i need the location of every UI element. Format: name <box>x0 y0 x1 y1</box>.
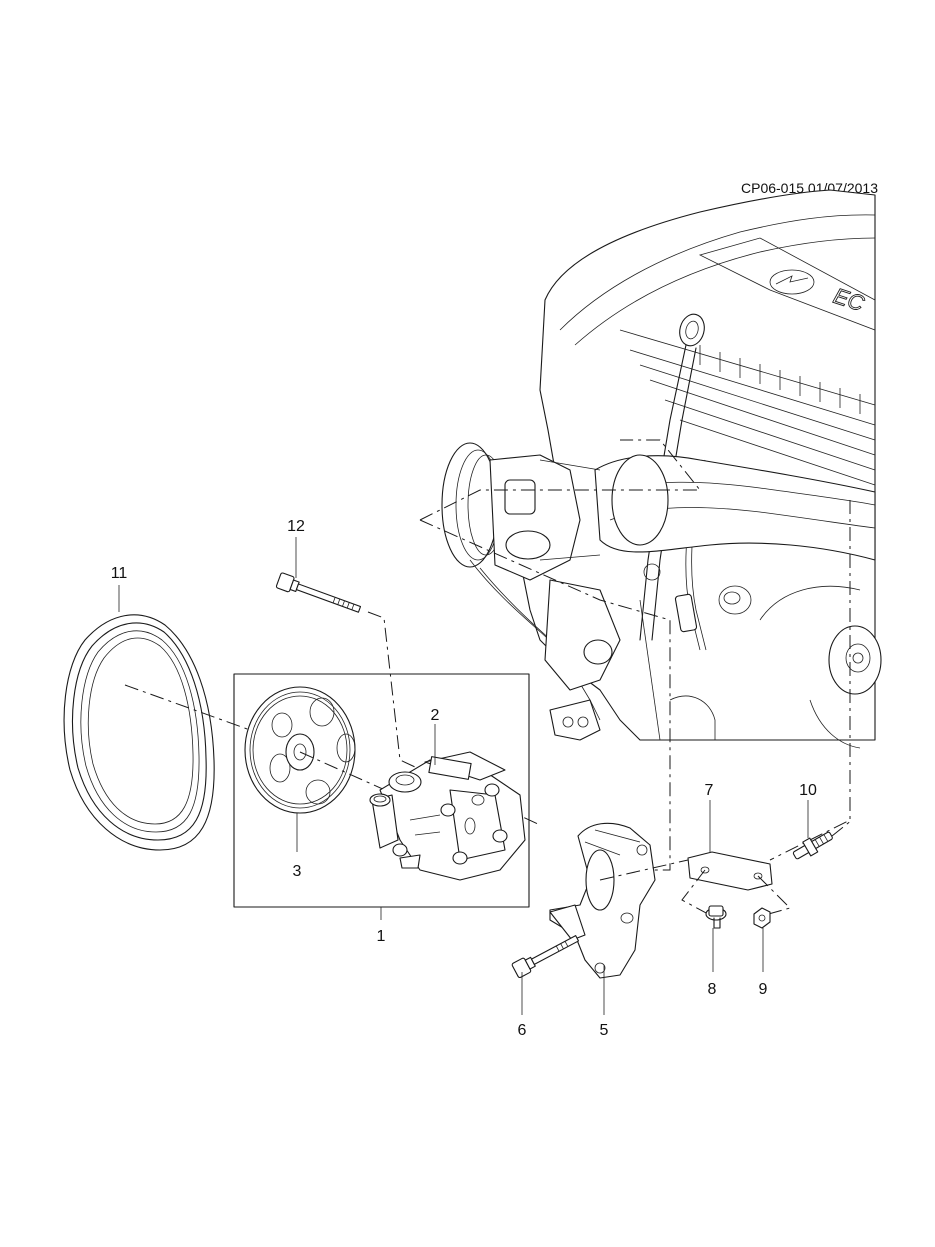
callout-2: 2 <box>431 707 440 765</box>
callouts: 1 2 3 5 6 7 8 9 10 11 12 <box>111 518 817 1039</box>
callout-label-8: 8 <box>708 981 717 998</box>
leader-bracket <box>599 859 689 881</box>
engine-crank-hub <box>828 625 882 695</box>
callout-label-10: 10 <box>799 782 817 799</box>
callout-label-11: 11 <box>111 565 128 582</box>
leader-plate-bolt <box>681 869 711 916</box>
leader-belt <box>124 684 251 731</box>
engine-assembly: EC <box>419 189 882 871</box>
part-hex-nut <box>753 907 771 929</box>
callout-label-5: 5 <box>600 1022 609 1039</box>
callout-11: 11 <box>111 565 128 612</box>
callout-1: 1 <box>377 907 386 945</box>
assembly-box <box>233 673 530 908</box>
callout-label-1: 1 <box>377 928 386 945</box>
leader-plate-nut <box>757 875 791 916</box>
part-pump-bracket <box>549 822 656 979</box>
part-drive-belt <box>63 614 215 851</box>
part-threaded-stud <box>792 831 833 860</box>
part-flange-bolt <box>705 905 727 929</box>
callout-label-3: 3 <box>293 863 302 880</box>
callout-label-12: 12 <box>287 518 305 535</box>
leader-stud <box>831 819 853 837</box>
callout-12: 12 <box>287 518 305 578</box>
callout-10: 10 <box>799 782 817 838</box>
callout-3: 3 <box>293 813 302 880</box>
part-long-bolt <box>275 572 362 613</box>
callout-label-7: 7 <box>705 782 714 799</box>
callout-label-9: 9 <box>759 981 768 998</box>
leader-pulley <box>299 751 386 791</box>
part-pump-pulley <box>244 686 356 814</box>
callout-label-2: 2 <box>431 707 440 724</box>
part-support-plate <box>687 851 773 891</box>
part-power-steering-pump <box>369 751 526 881</box>
callout-5: 5 <box>600 965 609 1039</box>
callout-8: 8 <box>708 928 717 998</box>
part-bracket-bolt <box>511 935 580 979</box>
callout-6: 6 <box>518 972 527 1039</box>
callout-7: 7 <box>705 782 714 852</box>
callout-9: 9 <box>759 928 768 998</box>
callout-label-6: 6 <box>518 1022 527 1039</box>
